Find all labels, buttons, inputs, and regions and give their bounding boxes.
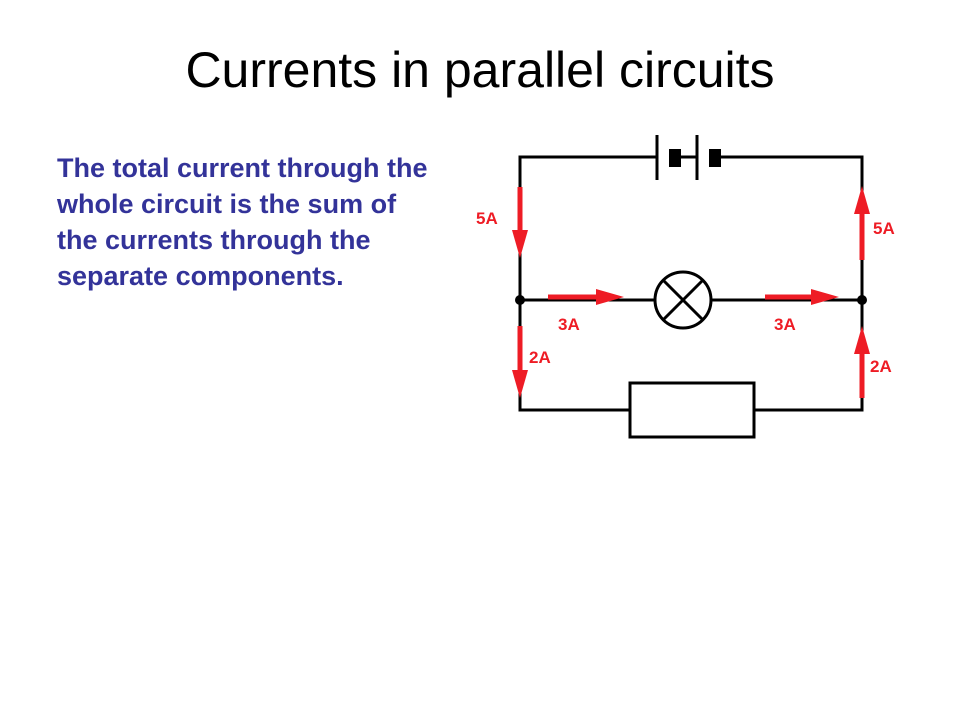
junction-dot-right (857, 295, 867, 305)
junction-dot-left (515, 295, 525, 305)
current-arrows (512, 186, 870, 398)
arrow-right-main-up (854, 186, 870, 260)
current-labels: 5A 5A 3A 3A 2A 2A (476, 209, 895, 376)
label-right-main: 5A (873, 219, 895, 238)
label-left-bottom: 2A (529, 348, 551, 367)
label-lamp-left: 3A (558, 315, 580, 334)
arrow-right-bottom-up (854, 326, 870, 398)
label-left-main: 5A (476, 209, 498, 228)
arrow-lamp-left-right (548, 289, 624, 305)
label-right-bottom: 2A (870, 357, 892, 376)
lamp-icon (653, 270, 713, 330)
slide-title: Currents in parallel circuits (185, 42, 775, 98)
battery-icon (655, 135, 721, 180)
resistor-icon (628, 381, 756, 439)
arrow-lamp-right-right (765, 289, 839, 305)
slide-body-text: The total current through the whole circ… (57, 153, 428, 291)
label-lamp-right: 3A (774, 315, 796, 334)
arrow-left-main-down (512, 187, 528, 258)
arrow-left-bottom-down (512, 326, 528, 398)
